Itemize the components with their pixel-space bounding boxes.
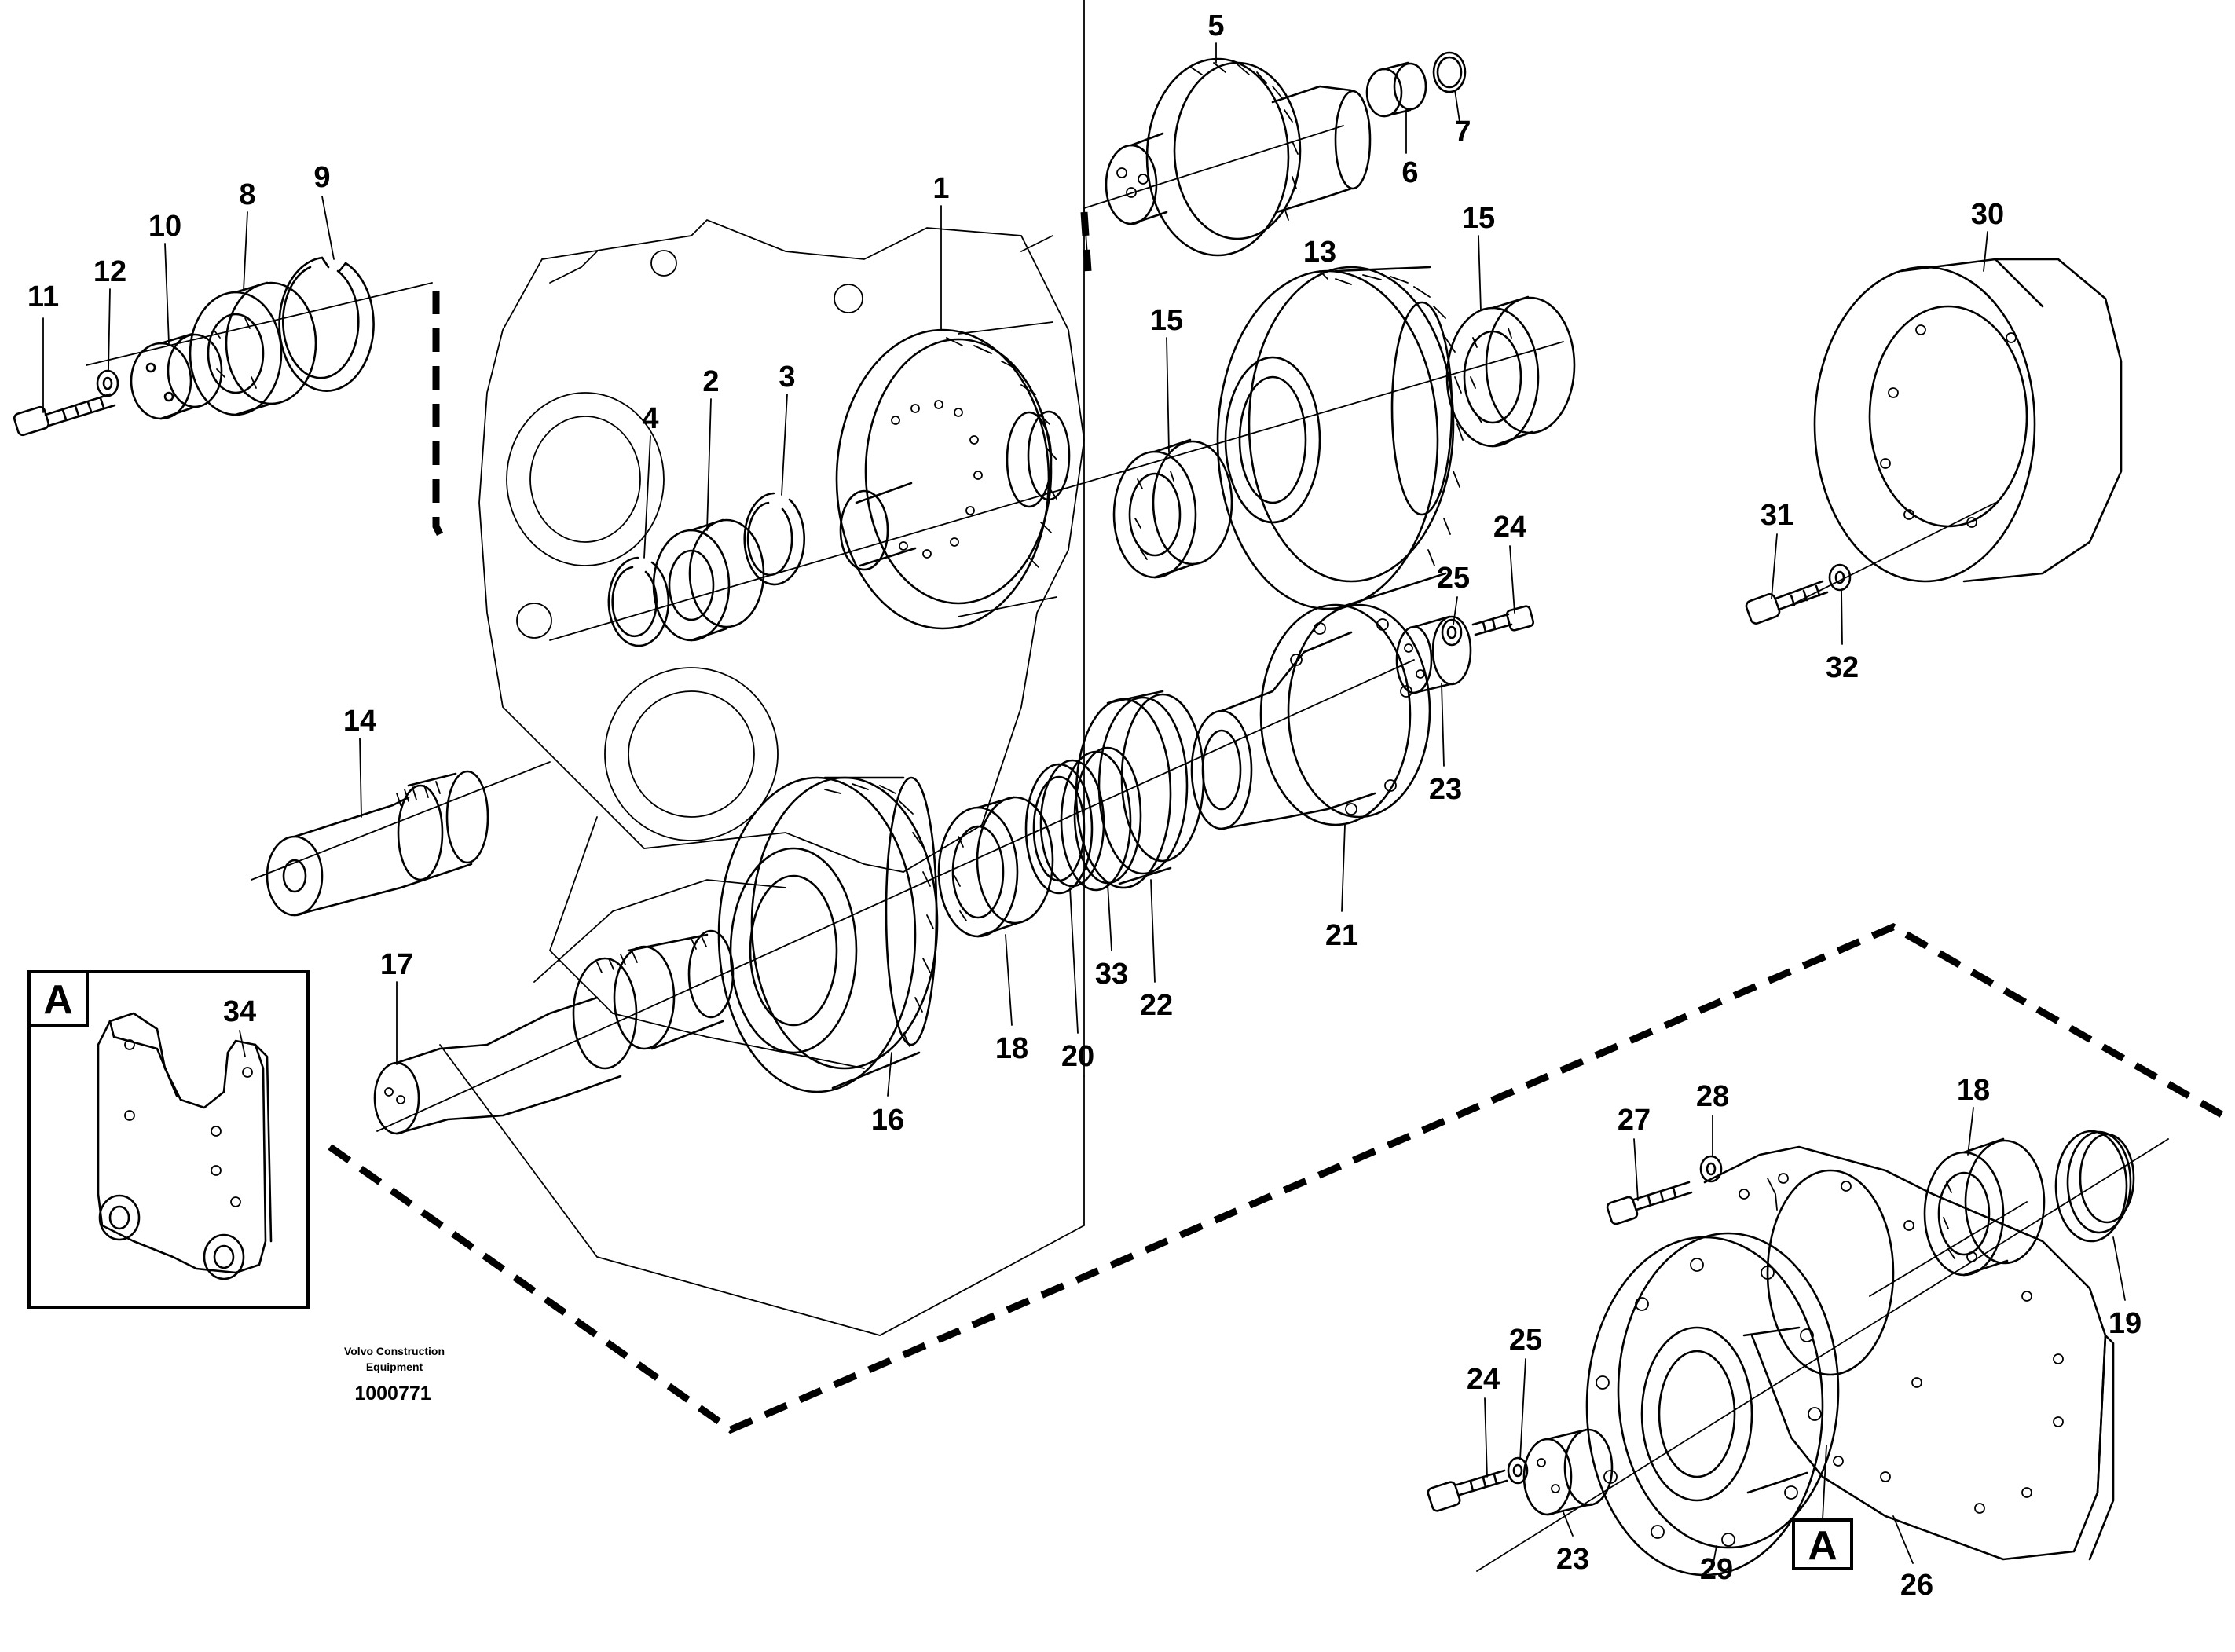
part-32-washer[interactable] <box>1828 563 1852 592</box>
label-part-19: 19 <box>2109 1307 2142 1340</box>
part-1-gear[interactable] <box>835 321 1071 630</box>
part-5-pinion-shaft[interactable] <box>1105 57 1372 257</box>
label-part-16: 16 <box>871 1104 904 1137</box>
label-part-23-bottom: 23 <box>1556 1543 1589 1576</box>
label-part-7: 7 <box>1454 115 1471 148</box>
label-part-26: 26 <box>1900 1569 1933 1602</box>
label-part-34: 34 <box>223 995 256 1028</box>
label-part-23-top: 23 <box>1429 773 1462 806</box>
label-part-13: 13 <box>1303 236 1336 269</box>
label-part-25-bottom: 25 <box>1509 1324 1542 1357</box>
label-part-33: 33 <box>1095 958 1128 991</box>
part-6-bearing-cap[interactable] <box>1365 61 1427 118</box>
label-part-17: 17 <box>380 948 413 981</box>
part-23-bearing-cap-top[interactable] <box>1395 615 1472 694</box>
detail-marker-a-bottom <box>1792 1445 1853 1570</box>
part-25-washer-top[interactable] <box>1441 618 1463 647</box>
label-part-8: 8 <box>239 178 255 211</box>
label-part-24-bottom: 24 <box>1467 1363 1500 1396</box>
label-part-5: 5 <box>1207 9 1224 42</box>
part-18-bearing-right[interactable] <box>1923 1137 2046 1277</box>
label-part-15-right: 15 <box>1462 202 1495 235</box>
label-part-27: 27 <box>1618 1104 1651 1137</box>
part-30-cover[interactable] <box>1813 258 2123 583</box>
label-part-18-right: 18 <box>1957 1074 1990 1107</box>
detail-letter-a-box: A <box>43 977 73 1023</box>
part-31-bolt[interactable] <box>1745 580 1829 625</box>
part-4-snap-ring[interactable] <box>607 556 670 647</box>
part-16-gear[interactable] <box>717 776 939 1093</box>
label-part-21: 21 <box>1325 919 1358 952</box>
part-10-cover-plate[interactable] <box>130 332 223 420</box>
detail-box-a <box>27 970 310 1309</box>
label-part-18-center: 18 <box>995 1032 1028 1065</box>
brand-line-2: Equipment <box>366 1361 423 1373</box>
part-21-flange-housing[interactable] <box>1190 603 1431 830</box>
label-part-28: 28 <box>1696 1080 1729 1113</box>
label-part-3: 3 <box>779 361 795 394</box>
part-27-bolt[interactable] <box>1606 1181 1693 1225</box>
part-22-seal-ring[interactable] <box>1075 690 1205 889</box>
part-26-mounting-plate[interactable] <box>1703 1145 2115 1561</box>
part-3-snap-ring[interactable] <box>743 492 805 586</box>
label-part-2: 2 <box>702 365 719 398</box>
label-part-22: 22 <box>1140 989 1173 1022</box>
label-part-24-top: 24 <box>1493 511 1526 544</box>
label-part-14: 14 <box>343 705 376 738</box>
drawing-number: 1000771 <box>354 1383 431 1405</box>
part-24-bolt-top[interactable] <box>1471 605 1535 636</box>
label-part-4: 4 <box>642 402 658 435</box>
label-part-11: 11 <box>27 280 59 313</box>
label-part-15-left: 15 <box>1150 304 1183 337</box>
label-part-32: 32 <box>1826 651 1859 684</box>
label-part-6: 6 <box>1401 156 1418 189</box>
part-28-washer[interactable] <box>1699 1155 1723 1183</box>
part-34-bracket[interactable] <box>97 1012 273 1280</box>
part-12-washer[interactable] <box>96 369 119 397</box>
part-15-bearing-right[interactable] <box>1445 295 1576 448</box>
part-18-bearing-center[interactable] <box>937 796 1054 938</box>
leader-lines <box>42 0 2126 1568</box>
label-part-25-top: 25 <box>1437 562 1470 595</box>
part-15-bearing-left[interactable] <box>1112 438 1233 579</box>
label-part-20: 20 <box>1061 1040 1094 1073</box>
part-25-washer-bottom[interactable] <box>1507 1456 1529 1485</box>
part-9-snap-ring[interactable] <box>278 256 375 392</box>
part-24-bolt-bottom[interactable] <box>1427 1469 1508 1512</box>
detail-letter-a-marker: A <box>1808 1523 1837 1569</box>
part-19-seal[interactable] <box>2054 1130 2135 1243</box>
part-23-bearing-cap-bottom[interactable] <box>1522 1428 1614 1516</box>
label-part-29: 29 <box>1700 1553 1733 1586</box>
part-20-ring[interactable] <box>1024 759 1105 895</box>
brand-line-1: Volvo Construction <box>344 1345 445 1357</box>
part-29-flange[interactable] <box>1585 1232 1840 1577</box>
label-part-10: 10 <box>148 210 181 243</box>
part-17-output-shaft[interactable] <box>373 929 735 1135</box>
part-7-o-ring[interactable] <box>1432 51 1467 93</box>
label-part-1: 1 <box>932 172 949 205</box>
reference-dashed-lines <box>328 211 2226 1434</box>
label-part-12: 12 <box>93 255 126 288</box>
part-8-bearing[interactable] <box>189 281 317 416</box>
drawing-reference: Volvo Construction Equipment 1000771 <box>344 1345 445 1405</box>
part-labels: 1 2 3 4 5 6 7 8 9 10 11 12 13 14 15 15 1… <box>27 9 2142 1602</box>
part-13-gear[interactable] <box>1216 266 1464 610</box>
label-part-30: 30 <box>1971 198 2004 231</box>
label-part-31: 31 <box>1761 499 1793 532</box>
part-11-bolt[interactable] <box>13 393 116 437</box>
label-part-9: 9 <box>313 161 330 194</box>
part-14-shaft[interactable] <box>266 770 489 917</box>
